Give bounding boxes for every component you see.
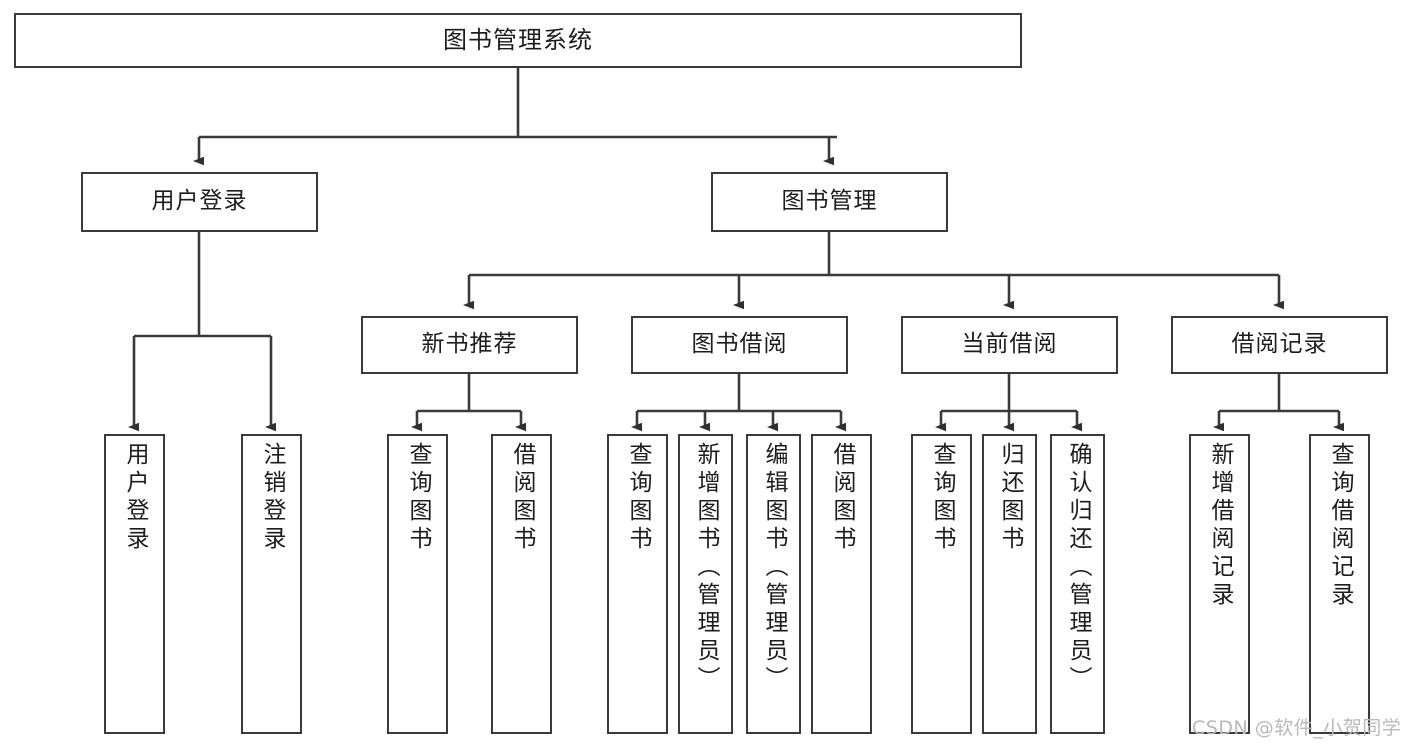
leaf-return-book[interactable]: 归还图书 [982,434,1037,734]
node-label: 查询借阅记录 [1327,442,1353,610]
node-root-book-management-system[interactable]: 图书管理系统 [14,13,1022,68]
leaf-add-book-admin[interactable]: 新增图书（管理员） [678,434,733,734]
node-label: 编辑图书（管理员） [761,442,787,694]
node-label: 图书管理 [781,188,878,215]
leaf-edit-book-admin[interactable]: 编辑图书（管理员） [746,434,801,734]
node-label: 借阅图书 [509,442,535,554]
leaf-confirm-return-admin[interactable]: 确认归还（管理员） [1050,434,1105,734]
node-label: 新增图书（管理员） [693,442,719,694]
leaf-query-book-current[interactable]: 查询图书 [911,434,972,734]
leaf-query-borrow-record[interactable]: 查询借阅记录 [1309,434,1370,734]
node-book-borrow[interactable]: 图书借阅 [631,316,848,374]
node-label: 用户登录 [122,442,148,554]
node-label: 图书借阅 [691,331,788,358]
node-current-borrow[interactable]: 当前借阅 [901,316,1118,374]
node-label: 确认归还（管理员） [1065,442,1091,694]
node-label: 注销登录 [259,442,285,554]
leaf-borrow-book-new[interactable]: 借阅图书 [491,434,552,734]
node-label: 新书推荐 [421,331,518,358]
node-label: 图书管理系统 [443,26,593,55]
leaf-logout[interactable]: 注销登录 [241,434,302,734]
node-label: 借阅图书 [829,442,855,554]
node-label: 当前借阅 [961,331,1058,358]
leaf-borrow-book[interactable]: 借阅图书 [811,434,872,734]
node-label: 查询图书 [405,442,431,554]
node-label: 新增借阅记录 [1207,442,1233,610]
leaf-query-book-borrow[interactable]: 查询图书 [607,434,668,734]
node-user-login[interactable]: 用户登录 [81,172,318,232]
node-borrow-record[interactable]: 借阅记录 [1171,316,1388,374]
leaf-add-borrow-record[interactable]: 新增借阅记录 [1189,434,1250,734]
node-label: 借阅记录 [1231,331,1328,358]
node-new-book-recommend[interactable]: 新书推荐 [361,316,578,374]
node-label: 查询图书 [929,442,955,554]
node-book-management[interactable]: 图书管理 [711,172,948,232]
leaf-user-login[interactable]: 用户登录 [104,434,165,734]
csdn-watermark: CSDN @软件_小贺同学 [1192,717,1402,739]
node-label: 查询图书 [625,442,651,554]
node-label: 归还图书 [997,442,1023,554]
leaf-query-book-new[interactable]: 查询图书 [387,434,448,734]
node-label: 用户登录 [151,188,248,215]
